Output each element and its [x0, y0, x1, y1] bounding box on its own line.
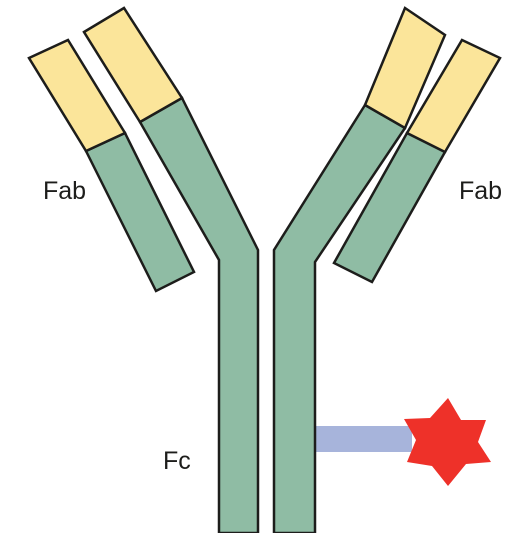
fc-label: Fc	[163, 447, 191, 475]
payload-star	[404, 398, 491, 486]
fab-left-label: Fab	[43, 177, 86, 205]
fab-right-label: Fab	[459, 177, 502, 205]
linker-bar	[306, 426, 412, 452]
heavy-chain-left	[140, 98, 258, 533]
